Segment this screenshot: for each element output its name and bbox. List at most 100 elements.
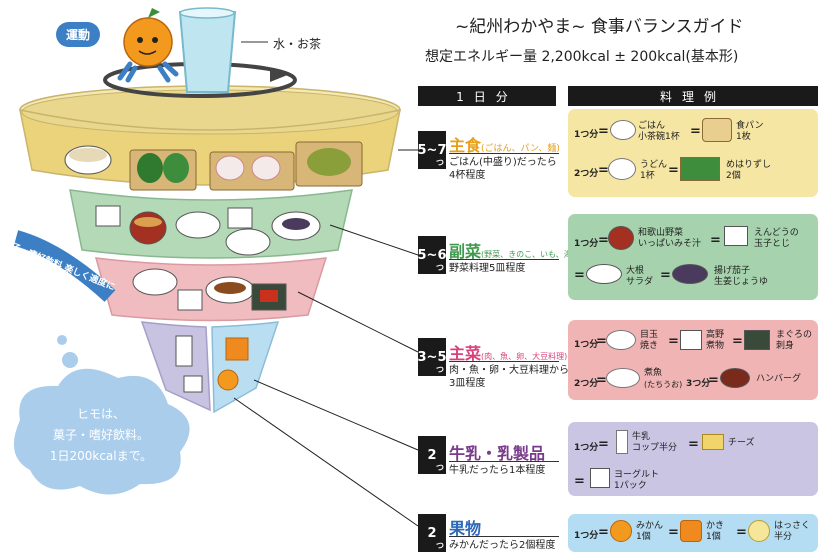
energy-subtitle: 想定エネルギー量 2,200kcal ± 200kcal(基本形) [425, 49, 739, 65]
main-dish-description: 肉・魚・卵・大豆料理から 3皿程度 [449, 364, 569, 390]
equals-sign: = [596, 373, 607, 388]
equals-sign: = [598, 163, 609, 178]
food-label-line: ハンバーグ [756, 374, 802, 384]
serving-size-label: 1つ分 [574, 531, 599, 541]
food-label: 大根 サラダ [626, 266, 653, 288]
category-name: 副菜 [449, 242, 482, 261]
yogurt-icon [590, 468, 610, 488]
equals-sign: = [598, 525, 609, 540]
count-unit: つ [436, 365, 444, 374]
equals-sign: = [710, 233, 721, 248]
persimmon-icon [680, 520, 702, 542]
food-label-line: (たちうお) [644, 380, 683, 389]
food-label: はっさく 半分 [774, 521, 810, 543]
column-header-daily: 1日分 [418, 86, 556, 106]
description-line: ごはん(中盛り)だったら [449, 157, 557, 168]
food-label: まぐろの 刺身 [776, 330, 812, 352]
description-line: みかんだったら2個程度 [449, 540, 556, 551]
count-value: 5~7 [417, 142, 447, 158]
divider [449, 536, 559, 537]
food-label: 牛乳 コップ半分 [632, 432, 677, 454]
equals-sign: = [668, 334, 679, 349]
equals-sign: = [690, 124, 701, 139]
simmered-fish-icon [606, 368, 640, 388]
food-label-line: 目玉 [640, 330, 659, 340]
hamburger-steak-icon [720, 368, 750, 388]
food-label-line: 1個 [636, 532, 651, 542]
food-label: かき 1個 [706, 521, 724, 543]
dairy-serving-count: 2 つ [418, 436, 446, 474]
food-label-line: 大根 [626, 266, 645, 276]
count-value: 3~5 [417, 349, 447, 365]
food-label-line: ヨーグルト [614, 470, 660, 480]
fruit-category: 果物 [449, 515, 481, 539]
category-name: 主食 [449, 136, 482, 155]
divider [449, 461, 559, 462]
food-label-line: めはりずし [726, 160, 772, 170]
food-label-line: うどん [640, 160, 668, 170]
food-label: えんどうの 玉子とじ [754, 228, 799, 250]
cloud-line: ヒモは、 [76, 407, 125, 421]
food-label-line: サラダ [626, 277, 654, 287]
count-unit: つ [436, 463, 444, 472]
count-unit: つ [436, 263, 444, 272]
main-dish-category: 主菜(肉、魚、卵、大豆料理) [449, 340, 567, 364]
food-label-line: みかん [636, 521, 664, 531]
food-label-line: 1杯 [640, 171, 655, 181]
fried-eggplant-icon [672, 264, 708, 284]
rice-bowl-icon [610, 120, 636, 140]
divider [449, 259, 559, 260]
serving-size-label: 3つ分 [686, 379, 711, 389]
food-label: ごはん 小茶碗1杯 [638, 121, 680, 143]
food-label-line: 1個 [706, 532, 721, 542]
food-label-line: コップ半分 [632, 443, 678, 453]
equals-sign: = [688, 437, 699, 452]
divider [449, 361, 559, 362]
food-label: チーズ [728, 438, 755, 449]
tuna-sashimi-icon [744, 330, 770, 350]
count-value: 2 [427, 447, 437, 463]
food-label-line: 2個 [726, 171, 741, 181]
food-label-line: 和歌山野菜 [638, 228, 684, 238]
vegetable-serving-count: 5~6 つ [418, 236, 447, 274]
dairy-category: 牛乳・乳製品 [449, 440, 545, 464]
food-label: うどん 1杯 [640, 160, 667, 182]
serving-size-label: 2つ分 [574, 379, 599, 389]
dairy-description: 牛乳だったら1本程度 [449, 464, 545, 477]
egg-pea-dish-icon [724, 226, 748, 246]
food-label: ヨーグルト 1パック [614, 470, 659, 492]
description-line: 肉・魚・卵・大豆料理から [449, 365, 569, 376]
count-unit: つ [436, 158, 444, 167]
cheese-icon [702, 434, 724, 450]
food-label-line: 1枚 [736, 132, 751, 142]
category-detail: (ごはん、パン、麺) [481, 144, 560, 154]
meharizushi-icon [680, 157, 720, 181]
category-name: 牛乳・乳製品 [449, 444, 546, 463]
grain-examples-panel [568, 109, 818, 197]
exercise-label: 運動 [56, 22, 101, 47]
food-label-line: ごはん [638, 121, 666, 131]
fruit-description: みかんだったら2個程度 [449, 539, 555, 552]
food-label-line: 玉子とじ [754, 239, 791, 249]
equals-sign: = [668, 163, 679, 178]
equals-sign: = [668, 525, 679, 540]
serving-size-label: 1つ分 [574, 340, 599, 350]
grain-category: 主食(ごはん、パン、麺) [449, 132, 560, 156]
serving-size-label: 1つ分 [574, 130, 599, 140]
koya-tofu-icon [680, 330, 702, 350]
udon-bowl-icon [608, 158, 636, 180]
vegetable-examples-panel [568, 214, 818, 300]
food-label: 煮魚 (たちうお) [644, 368, 682, 390]
food-label-line: 揚げ茄子 [714, 266, 751, 276]
serving-size-label: 1つ分 [574, 443, 599, 453]
equals-sign: = [596, 334, 607, 349]
food-label: めはりずし 2個 [726, 160, 771, 182]
food-label-line: 牛乳 [632, 432, 651, 442]
bread-icon [702, 118, 732, 142]
food-label: 高野 煮物 [706, 330, 724, 352]
food-label: 和歌山野菜 いっぱいみそ汁 [638, 228, 701, 250]
category-detail: (肉、魚、卵、大豆料理) [481, 352, 568, 361]
cloud-line: 菓子・嗜好飲料。 [52, 428, 149, 442]
description-line: 牛乳だったら1本程度 [449, 465, 546, 476]
equals-sign: = [598, 124, 609, 139]
